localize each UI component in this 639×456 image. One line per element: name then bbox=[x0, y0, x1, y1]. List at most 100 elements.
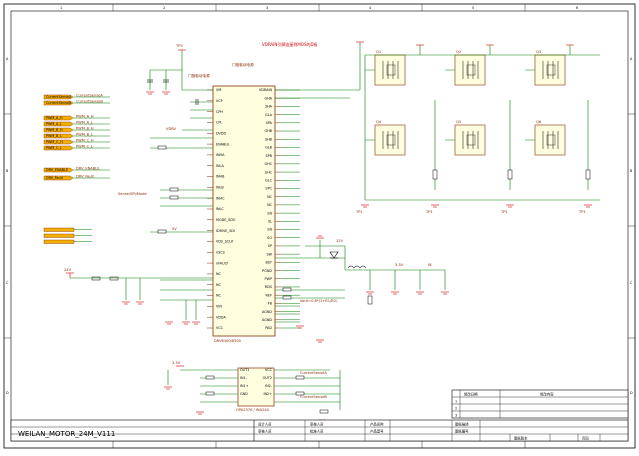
net-wire-label: CurrentSenseB bbox=[76, 99, 103, 103]
row-A: A bbox=[6, 57, 9, 61]
net-port bbox=[43, 139, 74, 145]
col-6: 6 bbox=[576, 6, 578, 10]
net-port bbox=[43, 115, 74, 121]
ic-right-pin-label: SW bbox=[266, 252, 272, 256]
net-port-label: DRV_Fault bbox=[46, 176, 64, 180]
net-port bbox=[43, 167, 74, 173]
net-port-label: PWM_A_H bbox=[46, 116, 63, 120]
opamp-pin-right: OUT2 bbox=[263, 376, 272, 380]
ic-left-pin-label: NC bbox=[216, 272, 222, 276]
ic-right-pin-label: GLB bbox=[265, 146, 273, 150]
row-B-right: B bbox=[630, 169, 633, 173]
ic-right-pin-label: SPA bbox=[266, 121, 273, 125]
ic-left-pin-label: IDRIVE_SDI bbox=[216, 229, 235, 233]
net-port-label: PWM_C_H bbox=[46, 140, 63, 144]
net-port bbox=[43, 94, 74, 100]
opamp-pin-right: VCC bbox=[265, 368, 273, 372]
mosfet-body bbox=[534, 54, 566, 86]
sheet-border bbox=[3, 3, 636, 449]
mosfet-die bbox=[546, 134, 556, 146]
top-supply bbox=[149, 42, 361, 131]
opamp-pin-left: IN1- bbox=[240, 376, 248, 380]
mosfet-body bbox=[374, 54, 406, 86]
ic-right-pin-label: REF bbox=[266, 293, 272, 297]
driver-right-pins: VDRAINGHASHAGLASPAGHBSHBGLBSPBGHCSHCGLCS… bbox=[259, 88, 300, 330]
ic-right-pin-label: AGND bbox=[262, 310, 272, 314]
net-port-label: PWM_A_L bbox=[46, 122, 62, 126]
ic-right-pin-label: SPC bbox=[265, 187, 272, 191]
ic-left-pin-label: INLC bbox=[216, 207, 224, 211]
resistors-left bbox=[91, 145, 179, 281]
ic-left-pin-label: DVDD bbox=[216, 131, 226, 135]
net-port bbox=[43, 127, 74, 133]
mosfet-ref: Q3 bbox=[536, 50, 541, 54]
net-port bbox=[43, 145, 74, 151]
ic-right-pin-label: SN bbox=[267, 211, 272, 215]
ic-right-pin-label: GLA bbox=[265, 113, 273, 117]
ic-left-pin-label: MODE_SDO bbox=[216, 218, 236, 222]
product-name-label: 产品名称 bbox=[370, 422, 384, 427]
row-A-right: A bbox=[630, 57, 633, 61]
product-model-label: 产品型号 bbox=[370, 429, 384, 434]
ic-left-pin-label: VDDA bbox=[216, 315, 226, 319]
ic-right-pin-label: SN bbox=[267, 228, 272, 232]
bootstrap-note: 门极驱动电源 bbox=[188, 73, 210, 78]
mosfet-body bbox=[374, 124, 406, 156]
ic-right-pin-label: PAD bbox=[265, 326, 272, 330]
opamp-pin-right: IN2+ bbox=[263, 392, 272, 396]
mosfet-die bbox=[386, 64, 396, 76]
power-flags-top bbox=[178, 41, 364, 51]
net-wire-label: PWM_B_H bbox=[76, 126, 94, 130]
mosfet-die bbox=[546, 64, 556, 76]
buck-equation: Vout=0.8*(1+R1/R2) bbox=[300, 299, 338, 303]
buck-5v: W bbox=[428, 263, 432, 267]
net-wire-label: PWM_A_L bbox=[76, 120, 93, 124]
row-D-right: D bbox=[630, 391, 633, 395]
gnd-symbols-left bbox=[122, 301, 200, 325]
shunt-resistors bbox=[432, 169, 591, 180]
project-name: WEILAN_MOTOR_24M_V111 bbox=[18, 430, 115, 438]
title-block: WEILAN_MOTOR_24M_V111 设计人员 审核人员 审核人员 批准人… bbox=[10, 419, 629, 442]
ic-right-pin-label: FB bbox=[268, 302, 273, 306]
vdrv-left: VDRV bbox=[166, 127, 177, 131]
mosfet-ref: Q5 bbox=[456, 120, 461, 124]
net-port-label: CurrentSenseA bbox=[46, 95, 72, 99]
opamp-3v3: 3.3V bbox=[172, 361, 181, 365]
sense-spi-label: Sense/SPI/Mode bbox=[118, 192, 147, 196]
ic-right-pin-label: AGND bbox=[262, 318, 272, 322]
opamp-pin-left: OUT1 bbox=[240, 368, 249, 372]
ic-right-pin-label: VDRAIN bbox=[259, 88, 272, 92]
ic-right-pin-label: NC bbox=[267, 203, 273, 207]
rev-row-1: 1 bbox=[455, 400, 457, 404]
opamp-pin-left: GND bbox=[240, 392, 248, 396]
vin-section bbox=[70, 277, 213, 320]
gnd-symbols-buck bbox=[296, 235, 449, 343]
checker-label: 审核人员 bbox=[310, 422, 324, 427]
ic-right-pin-label: PGND bbox=[262, 269, 272, 273]
net-wire-label: PWM_A_H bbox=[76, 114, 94, 118]
ic-right-pin-label: SHA bbox=[265, 105, 273, 109]
buck-3v3: 3.3V bbox=[395, 263, 404, 267]
col-4: 4 bbox=[369, 6, 371, 10]
mosfet-ref: Q6 bbox=[536, 120, 542, 124]
mosfet-die bbox=[466, 64, 476, 76]
driver-ic-ref: DRV8300/8305 bbox=[214, 339, 241, 343]
opamp-pin-right: IN2- bbox=[265, 384, 273, 388]
pgnd-bridge: TP1 bbox=[355, 210, 363, 214]
ic-right-pin-label: SL bbox=[268, 220, 272, 224]
left-pin-stubs bbox=[43, 227, 92, 244]
designer-label: 设计人员 bbox=[258, 422, 272, 427]
net-wire-label: PWM_C_L bbox=[76, 144, 93, 148]
revision-table: 修改日期 修改内容 1 2 3 bbox=[451, 389, 629, 419]
buck-resistors bbox=[282, 287, 373, 305]
ic-right-pin-label: SP bbox=[268, 244, 272, 248]
ic-right-pin-label: SO bbox=[267, 236, 272, 240]
ic-right-pin-label: PWP bbox=[265, 277, 272, 281]
ic-left-pin-label: VCC bbox=[216, 326, 224, 330]
ic-left-pin-label: CPL bbox=[216, 121, 222, 125]
net-port bbox=[43, 100, 74, 106]
ic-right-pin-label: GLC bbox=[265, 178, 273, 182]
